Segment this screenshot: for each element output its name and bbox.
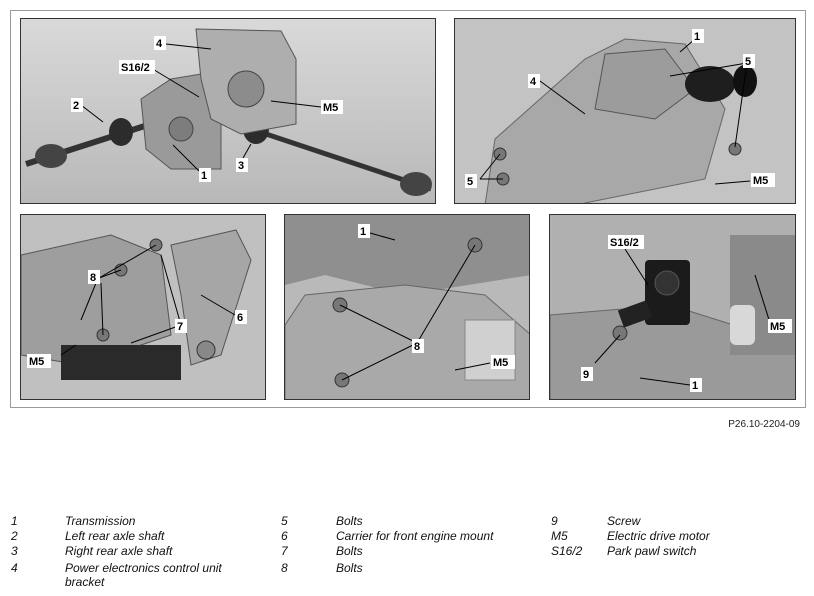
figure-id: P26.10-2204-09: [728, 419, 800, 430]
callout-1: 1: [360, 226, 366, 238]
legend-key-9: 9: [551, 514, 558, 528]
photo-bracket-closeup: 1 5 4 5 M5: [455, 19, 795, 203]
callout-1: 1: [694, 31, 700, 43]
legend-key-6: 6: [281, 529, 288, 543]
legend-text-2: Left rear axle shaft: [65, 529, 165, 543]
callout-5: 5: [467, 176, 473, 188]
engine-mount-shape: [685, 66, 735, 102]
panel-park-pawl-switch: S16/2 M5 9 1: [549, 214, 796, 400]
callout-8: 8: [90, 272, 96, 284]
photo-housing-bolts: 1 8 M5: [285, 215, 529, 399]
legend-text-9: Screw: [607, 514, 641, 528]
panel-bracket-closeup: 1 5 4 5 M5: [454, 18, 796, 204]
legend-text-s16-2: Park pawl switch: [607, 544, 697, 558]
right-axle-shaft-shape: [250, 126, 432, 192]
panel-housing-bolts: 1 8 M5: [284, 214, 530, 400]
legend-key-3: 3: [11, 544, 18, 558]
left-cv-boot-shape: [35, 144, 67, 168]
panel-engine-mount-carrier: 8 6 7 M5: [20, 214, 266, 400]
callout-9: 9: [583, 369, 589, 381]
callout-s16-2: S16/2: [610, 237, 639, 249]
callout-1: 1: [201, 170, 207, 182]
legend-text-5: Bolts: [336, 514, 363, 528]
legend-text-4: Power electronics control unit bracket: [65, 561, 222, 589]
photo-park-pawl-switch: S16/2 M5 9 1: [550, 215, 795, 399]
carrier-shape: [170, 229, 252, 366]
workstand-shape: [61, 345, 181, 380]
legend-key-7: 7: [281, 544, 288, 558]
legend-text-1: Transmission: [65, 514, 136, 528]
callout-3: 3: [238, 160, 244, 172]
callout-m5: M5: [770, 321, 785, 333]
callout-7: 7: [177, 321, 183, 333]
callout-6: 6: [237, 312, 243, 324]
callout-4: 4: [530, 76, 537, 88]
callout-m5: M5: [493, 357, 508, 369]
callout-8: 8: [414, 341, 420, 353]
photo-transmission-overview: 4 S16/2 2 M5 3 1: [21, 19, 435, 203]
right-cv-boot-shape: [400, 172, 432, 196]
callout-m5: M5: [323, 102, 338, 114]
callout-m5: M5: [753, 175, 768, 187]
panel-transmission-overview: 4 S16/2 2 M5 3 1: [20, 18, 436, 204]
legend-key-4: 4: [11, 561, 18, 575]
legend-text-3: Right rear axle shaft: [65, 544, 173, 558]
callout-1: 1: [692, 380, 698, 392]
photo-engine-mount-carrier: 8 6 7 M5: [21, 215, 265, 399]
legend-text-8: Bolts: [336, 561, 363, 575]
legend-key-s16-2: S16/2: [551, 544, 583, 558]
legend-key-2: 2: [11, 529, 18, 543]
legend-key-1: 1: [11, 514, 18, 528]
callout-4: 4: [156, 38, 163, 50]
legend-key-5: 5: [281, 514, 288, 528]
legend-key-8: 8: [281, 561, 288, 575]
legend-text-m5: Electric drive motor: [607, 529, 710, 543]
callout-m5: M5: [29, 356, 44, 368]
callout-s16-2: S16/2: [121, 62, 150, 74]
legend-text-6: Carrier for front engine mount: [336, 529, 494, 543]
legend-key-m5: M5: [551, 529, 568, 543]
callout-5: 5: [745, 56, 751, 68]
legend-text-7: Bolts: [336, 544, 363, 558]
callout-2: 2: [73, 100, 79, 112]
